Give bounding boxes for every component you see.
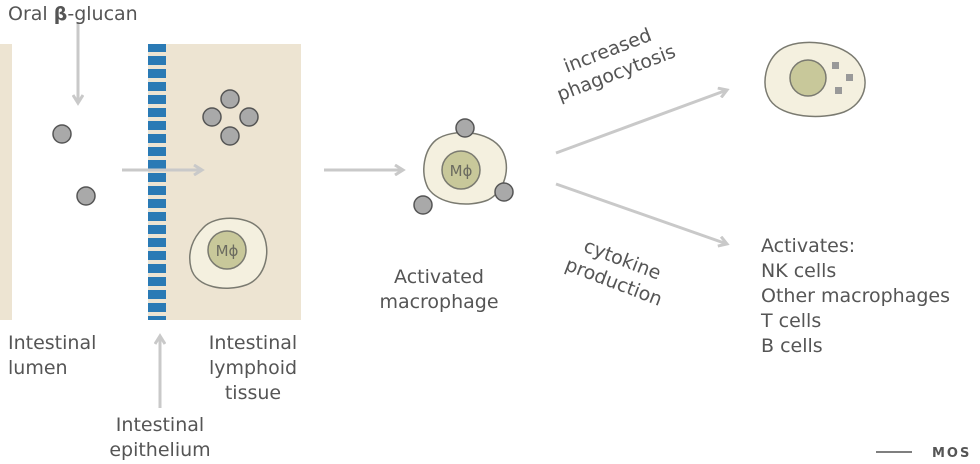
epithelium-label: Intestinal epithelium — [109, 414, 210, 461]
epithelium-junction — [148, 91, 166, 95]
epithelium-junction — [148, 312, 166, 316]
epithelium-junction — [148, 247, 166, 251]
epithelium-junction — [148, 117, 166, 121]
epithelium-junction — [148, 130, 166, 134]
epithelium-junction — [148, 195, 166, 199]
activates-item: NK cells — [761, 260, 836, 282]
cytokine-arrow — [555, 182, 727, 244]
phagocytosis-arrow — [555, 90, 727, 155]
phagocytic-macrophage — [764, 41, 866, 118]
epithelium-junction — [148, 260, 166, 264]
activates-list: Activates: NK cells Other macrophages T … — [760, 235, 950, 357]
activates-item: B cells — [761, 335, 823, 357]
epithelium-junction — [148, 208, 166, 212]
macrophage-symbol: Mϕ — [216, 242, 239, 260]
epithelium-junction — [148, 221, 166, 225]
title: Oral β-glucan — [8, 3, 138, 25]
svg-text:tissue: tissue — [225, 382, 281, 404]
brand-logo: MOS — [932, 446, 971, 461]
svg-text:macrophage: macrophage — [379, 291, 498, 313]
activates-item: Other macrophages — [761, 285, 950, 307]
svg-text:Intestinal: Intestinal — [8, 332, 96, 354]
cytokine-label: cytokine production — [562, 235, 665, 311]
svg-text:Activated: Activated — [394, 266, 484, 288]
epithelium-junction — [148, 299, 166, 303]
phagocytosis-label: increased phagocytosis — [554, 24, 679, 106]
activates-item: T cells — [760, 310, 821, 332]
epithelium-junction — [148, 182, 166, 186]
svg-text:epithelium: epithelium — [109, 439, 210, 461]
glucan-cluster — [202, 89, 259, 146]
epithelium-junction — [148, 234, 166, 238]
glucan-particle — [52, 124, 72, 144]
intestinal-lumen-label: Intestinal lumen — [8, 332, 96, 379]
epithelium-junction — [148, 286, 166, 290]
epithelium-junction — [148, 65, 166, 69]
epithelium-junction — [148, 143, 166, 147]
glucan-particle — [76, 186, 96, 206]
epithelium-junction — [148, 273, 166, 277]
activates-heading: Activates: — [761, 235, 855, 257]
svg-text:Intestinal: Intestinal — [209, 332, 297, 354]
svg-text:lymphoid: lymphoid — [209, 357, 297, 379]
epithelium-junction — [148, 78, 166, 82]
resting-macrophage: Mϕ — [189, 217, 268, 289]
lumen-wall — [0, 44, 12, 320]
svg-text:lumen: lumen — [8, 357, 68, 379]
lymphoid-tissue-label: Intestinal lymphoid tissue — [209, 332, 297, 404]
epithelium-barrier — [148, 44, 166, 320]
macrophage-symbol: Mϕ — [450, 162, 473, 180]
svg-text:Intestinal: Intestinal — [116, 414, 204, 436]
epithelium-junction — [148, 52, 166, 56]
epithelium-junction — [148, 156, 166, 160]
activated-macrophage-label: Activated macrophage — [379, 266, 498, 313]
activated-macrophage: Mϕ — [413, 118, 514, 215]
epithelium-junction — [148, 104, 166, 108]
